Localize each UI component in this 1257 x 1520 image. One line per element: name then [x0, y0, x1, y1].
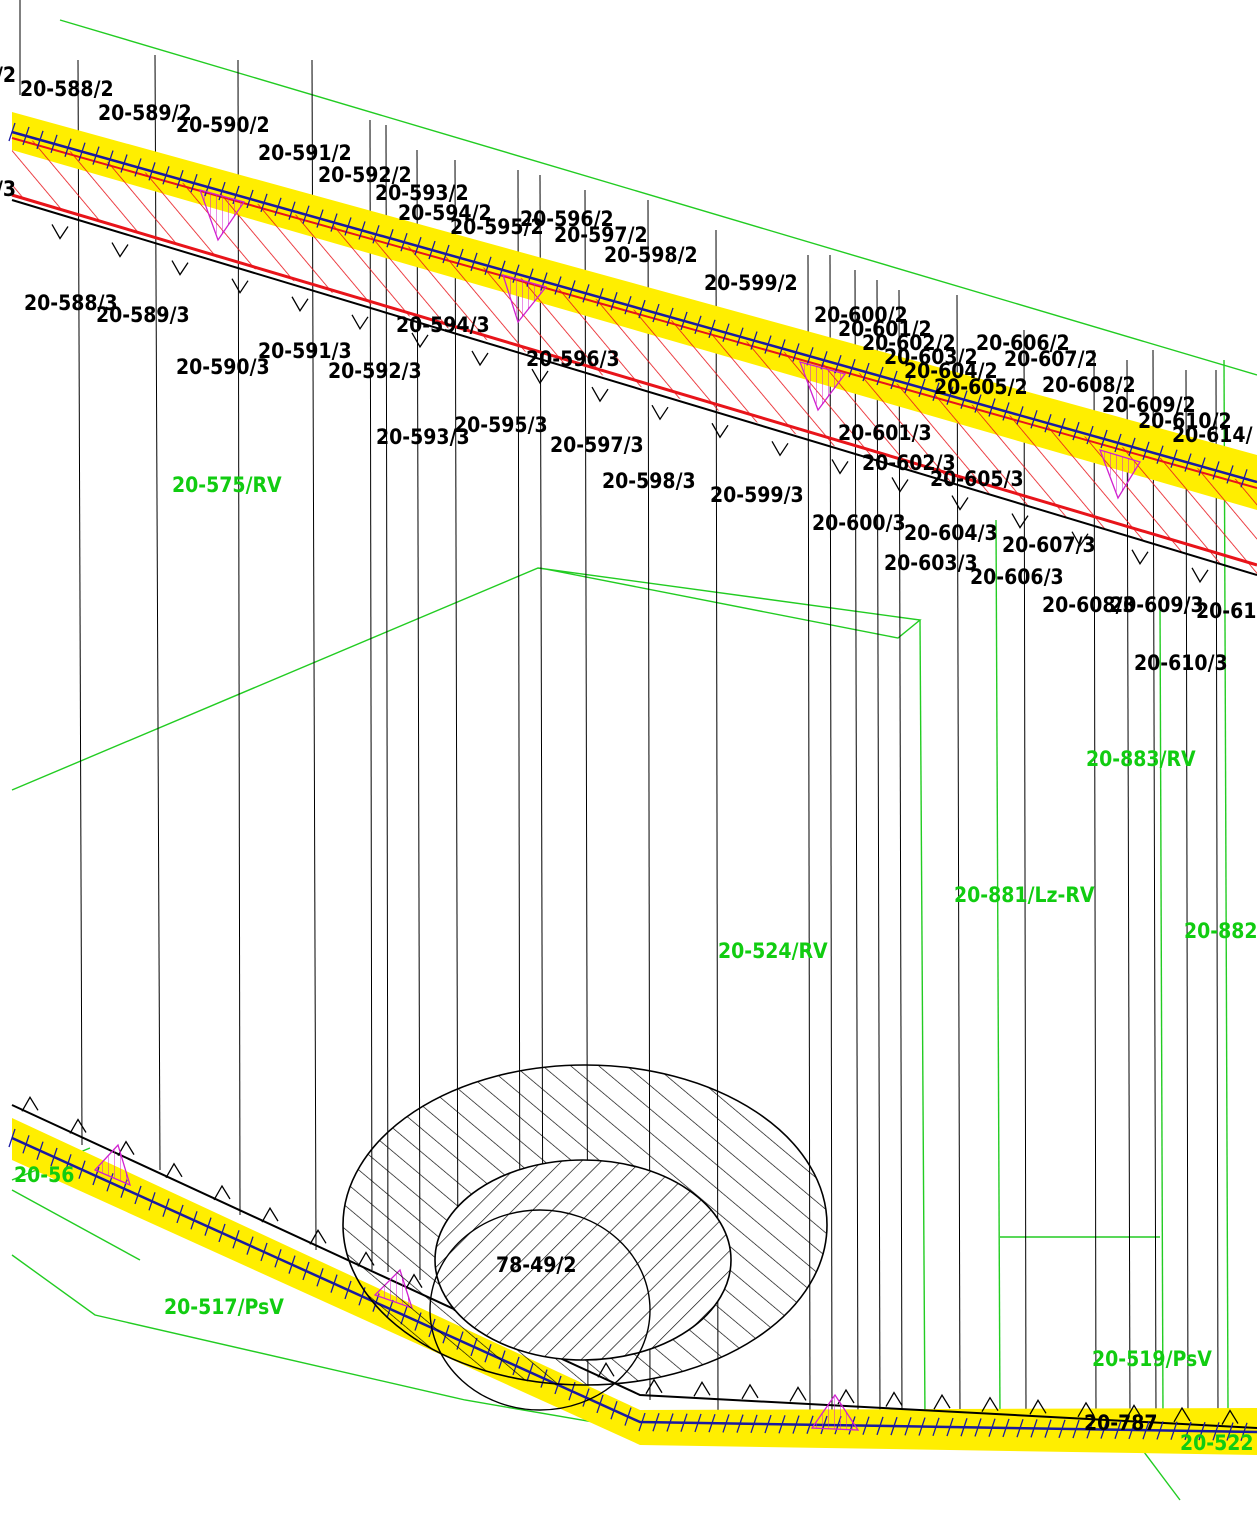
parcel-label: 20-599/3: [710, 483, 804, 507]
bottom-parcel-label: 20-787: [1084, 1411, 1158, 1435]
parcel-label: 20-602/2: [862, 331, 956, 355]
parcel-label: 20-606/3: [970, 565, 1064, 589]
parcel-label: 20-590/2: [176, 113, 270, 137]
parcel-label: 20-604/2: [904, 359, 998, 383]
parcel-label: 20-594/2: [398, 201, 492, 225]
parcel-label: 20-609/3: [1110, 593, 1204, 617]
area-label: 20-881/Lz-RV: [954, 883, 1095, 907]
edge-label: /2: [0, 63, 16, 87]
upper-corridor: [8, 112, 1257, 584]
parcel-label: 20-610/3: [1134, 651, 1228, 675]
area-label: 20-519/PsV: [1092, 1347, 1212, 1371]
parcel-label: 20-597/3: [550, 433, 644, 457]
parcel-label: 20-599/2: [704, 271, 798, 295]
parcel-label: 20-592/3: [328, 359, 422, 383]
area-label: 20-882: [1184, 919, 1257, 943]
parcel-label: 20-598/2: [604, 243, 698, 267]
parcel-label: 20-588/2: [20, 77, 114, 101]
parcel-label: 20-610/2: [1138, 409, 1232, 433]
parcel-label: 20-609/2: [1102, 393, 1196, 417]
parcel-label: 20-608/3: [1042, 593, 1136, 617]
area-label: 20-883/RV: [1086, 747, 1196, 771]
circle-parcel-label: 78-49/2: [496, 1253, 576, 1277]
parcel-label: 20-597/2: [554, 223, 648, 247]
hatched-circle-parcel: [342, 1064, 828, 1411]
parcel-label: 20-589/2: [98, 101, 192, 125]
parcel-label: 20-605/3: [930, 467, 1024, 491]
parcel-label: 20-592/2: [318, 163, 412, 187]
area-label: 20-522: [1180, 1431, 1254, 1455]
parcel-label: 20-588/3: [24, 291, 118, 315]
edge-label: /3: [0, 177, 16, 201]
parcel-label: 20-594/3: [396, 313, 490, 337]
parcel-label: 20-589/3: [96, 303, 190, 327]
parcel-labels-3: /3 20-588/3 20-589/3 20-590/3 20-591/3 2…: [0, 177, 1257, 675]
parcel-label: 20-603/3: [884, 551, 978, 575]
parcel-label: 20-607/3: [1002, 533, 1096, 557]
area-label: 20-575/RV: [172, 473, 282, 497]
parcel-label: 20-604/3: [904, 521, 998, 545]
parcel-label: 20-591/2: [258, 141, 352, 165]
parcel-label: 20-601/2: [838, 317, 932, 341]
parcel-label: 20-595/2: [450, 215, 544, 239]
parcel-label: 20-605/2: [934, 375, 1028, 399]
parcel-label: 20-593/3: [376, 425, 470, 449]
area-label: 20-517/PsV: [164, 1295, 284, 1319]
parcel-label: 20-596/3: [526, 347, 620, 371]
parcel-label: 20-614/: [1172, 423, 1253, 447]
parcel-label: 20-608/2: [1042, 373, 1136, 397]
parcel-label: 20-603/2: [884, 345, 978, 369]
area-label: 20-524/RV: [718, 939, 828, 963]
parcel-label: 20-590/3: [176, 355, 270, 379]
parcel-label: 20-602/3: [862, 451, 956, 475]
parcel-label: 20-601/3: [838, 421, 932, 445]
black-area-labels: 78-49/2 20-787: [496, 1253, 1158, 1435]
parcel-label: 20-607/2: [1004, 347, 1098, 371]
parcel-label: 20-600/2: [814, 303, 908, 327]
area-labels: 20-575/RV 20-524/RV 20-883/RV 20-881/Lz-…: [14, 473, 1257, 1455]
parcel-label: 20-591/3: [258, 339, 352, 363]
parcel-labels-2: /2 20-588/2 20-589/2 20-590/2 20-591/2 2…: [0, 63, 1253, 447]
parcel-label: 20-606/2: [976, 331, 1070, 355]
area-label: 20-56: [14, 1163, 74, 1187]
parcel-label: 20-593/2: [375, 181, 469, 205]
parcel-label: 20-596/2: [520, 207, 614, 231]
parcel-label: 20-600/3: [812, 511, 906, 535]
parcel-label: 20-595/3: [454, 413, 548, 437]
parcel-label: 20-598/3: [602, 469, 696, 493]
parcel-label: 20-614/: [1196, 599, 1257, 623]
